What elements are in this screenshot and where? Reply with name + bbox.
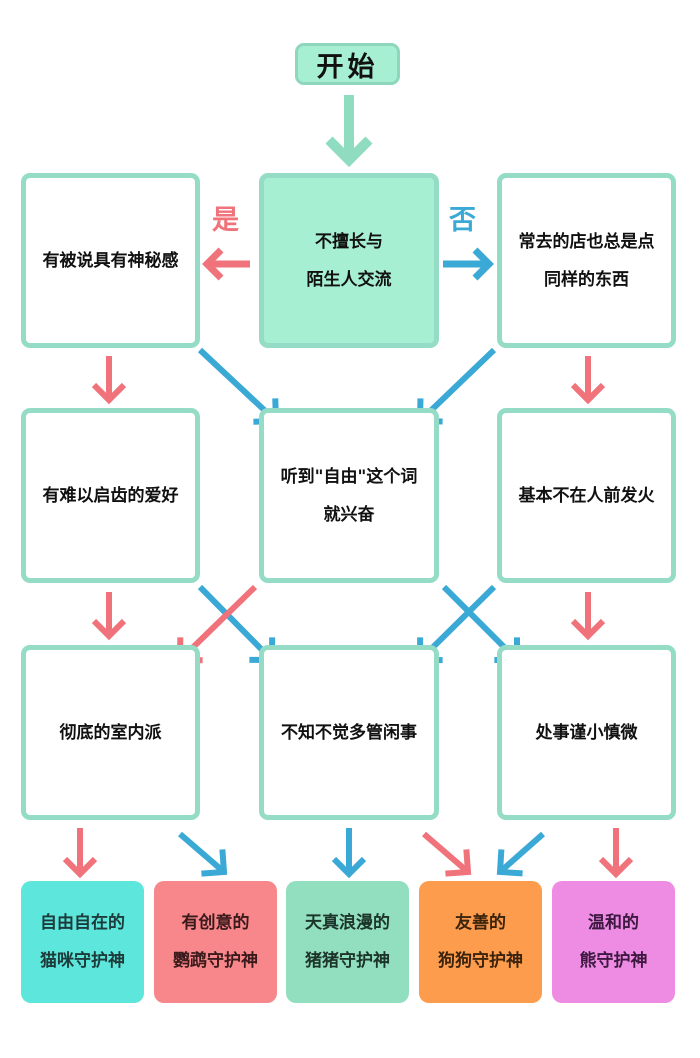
result-text-line2: 鹦鹉守护神 [173, 951, 258, 971]
result-text-line1: 自由自在的 [40, 913, 125, 933]
arrow-r2right-down [570, 592, 606, 641]
no-label: 否 [449, 205, 476, 236]
result-text-line1: 有创意的 [181, 913, 250, 933]
node-text-line1: 不擅长与 [315, 231, 383, 252]
question-freedom: 听到"自由"这个词 就兴奋 [259, 408, 439, 583]
arrow-r1left-down [91, 356, 127, 405]
result-text-line2: 猫咪守护神 [40, 951, 125, 971]
result-text-line1: 天真浪漫的 [305, 913, 390, 933]
arrow-yes-left [202, 247, 250, 281]
arrow-r3left-down [62, 828, 98, 879]
question-temper: 基本不在人前发火 [497, 408, 676, 583]
start-node: 开始 [295, 43, 400, 85]
result-text-line2: 猪猪守护神 [305, 951, 390, 971]
arrow-no-right [443, 247, 494, 281]
arrow-r3center-diag [422, 831, 472, 877]
result-parrot: 有创意的 鹦鹉守护神 [154, 881, 277, 1003]
arrow-r2left-down [91, 592, 127, 641]
question-strangers: 不擅长与 陌生人交流 [259, 173, 439, 348]
arrow-r1right-down [570, 356, 606, 405]
result-text-line2: 熊守护神 [579, 951, 648, 971]
node-text-line2: 就兴奋 [323, 504, 375, 525]
node-text-line2: 同样的东西 [544, 269, 629, 290]
result-pig: 天真浪漫的 猪猪守护神 [286, 881, 409, 1003]
node-text: 基本不在人前发火 [518, 485, 655, 506]
node-text: 处事谨小慎微 [535, 722, 638, 743]
result-bear: 温和的 熊守护神 [552, 881, 675, 1003]
node-text-line2: 陌生人交流 [306, 269, 392, 290]
node-text: 有被说具有神秘感 [42, 250, 179, 271]
question-hobby: 有难以启齿的爱好 [21, 408, 200, 583]
arrow-r3right-down [598, 828, 634, 879]
result-text-line2: 狗狗守护神 [438, 951, 523, 971]
arrow-r3left-diag [178, 831, 228, 877]
arrow-r3center-down [331, 828, 367, 879]
result-text-line1: 友善的 [455, 913, 506, 933]
arrow-start-down [325, 95, 373, 168]
question-mysterious: 有被说具有神秘感 [21, 173, 200, 348]
node-text: 有难以启齿的爱好 [42, 485, 179, 506]
node-text: 不知不觉多管闲事 [281, 722, 417, 743]
result-text-line1: 温和的 [588, 913, 639, 933]
result-cat: 自由自在的 猫咪守护神 [21, 881, 144, 1003]
yes-label: 是 [212, 205, 239, 236]
node-text-line1: 常去的店也总是点 [518, 231, 655, 252]
node-text: 彻底的室内派 [59, 722, 162, 743]
arrow-r3right-diag [496, 831, 545, 877]
question-cautious: 处事谨小慎微 [497, 645, 676, 820]
question-indoor: 彻底的室内派 [21, 645, 200, 820]
node-text-line1: 听到"自由"这个词 [280, 466, 418, 487]
question-meddle: 不知不觉多管闲事 [259, 645, 439, 820]
result-dog: 友善的 狗狗守护神 [419, 881, 542, 1003]
question-same-order: 常去的店也总是点 同样的东西 [497, 173, 676, 348]
